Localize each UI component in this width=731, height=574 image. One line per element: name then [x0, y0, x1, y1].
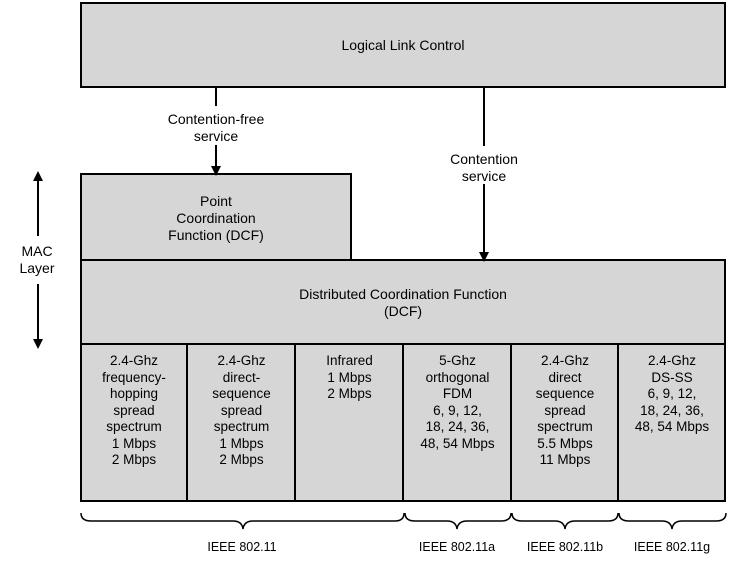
pcf-box — [80, 173, 352, 262]
phy-cell-hr-dsss: 2.4-Ghz direct sequence spread spectrum … — [535, 353, 595, 467]
dcf-label: Distributed Coordination Function (DCF) — [299, 286, 507, 319]
brace-ieee-80211b — [511, 512, 619, 530]
standard-label-80211g: IEEE 802.11g — [633, 540, 711, 554]
phy-cell-ds-ss: 2.4-Ghz DS-SS 6, 9, 12, 18, 24, 36, 48, … — [634, 353, 710, 434]
phy-cell-infrared: Infrared 1 Mbps 2 Mbps — [326, 353, 373, 401]
llc-box — [80, 2, 726, 88]
contention-label: Contention service — [450, 151, 518, 184]
phy-column-dividers — [186, 344, 619, 501]
standard-label-80211b: IEEE 802.11b — [526, 540, 604, 554]
phy-cell-dsss: 2.4-Ghz direct- sequence spread spectrum… — [212, 353, 271, 467]
brace-ieee-80211g — [618, 512, 727, 530]
phy-cell-fhss: 2.4-Ghz frequency- hopping spread spectr… — [102, 353, 166, 467]
brace-ieee-80211 — [80, 512, 405, 530]
brace-ieee-80211a — [404, 512, 512, 530]
standard-label-80211a: IEEE 802.11a — [418, 540, 496, 554]
pcf-label: Point Coordination Function (DCF) — [168, 193, 264, 243]
mac-layer-label: MAC Layer — [19, 243, 55, 276]
standard-label-80211: IEEE 802.11 — [207, 540, 277, 554]
phy-cell-ofdm: 5-Ghz orthogonal FDM 6, 9, 12, 18, 24, 3… — [420, 353, 495, 451]
llc-label: Logical Link Control — [341, 37, 465, 53]
contention-free-label: Contention-free service — [167, 111, 265, 144]
